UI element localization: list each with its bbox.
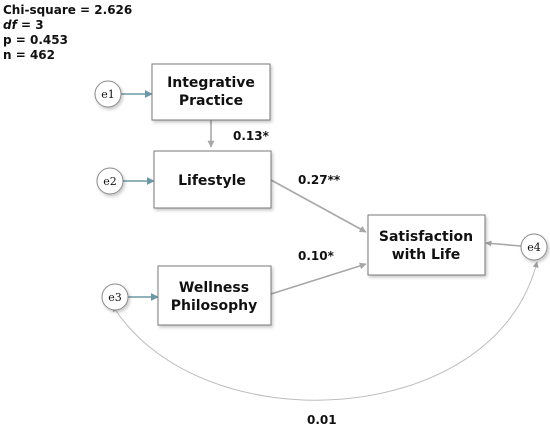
df-label: df (3, 18, 17, 32)
satisfaction-label-line1: Satisfaction (379, 229, 473, 245)
chi-square-stat: Chi-square = 2.626 (3, 3, 133, 17)
satisfaction-with-life-box: Satisfaction with Life (367, 214, 486, 276)
error-term-e4-label: e4 (527, 241, 541, 254)
lifestyle-box: Lifestyle (153, 150, 272, 209)
integrative-practice-box: Integrative Practice (151, 63, 271, 121)
error-arrow-e4 (485, 240, 522, 247)
covariance-e3-e4: 0.01 (307, 413, 337, 427)
integrative-practice-label-line2: Practice (179, 93, 243, 109)
error-term-e2-label: e2 (103, 175, 117, 188)
error-term-e4: e4 (520, 233, 548, 261)
integrative-practice-label-line1: Integrative (167, 75, 255, 91)
wellness-philosophy-label-line2: Philosophy (171, 298, 258, 314)
df-stat: df = 3 (3, 18, 132, 33)
coefficient-wellness-to-satisfaction: 0.10* (298, 249, 335, 263)
error-term-e3: e3 (101, 283, 129, 311)
error-term-e1: e1 (94, 80, 122, 108)
wellness-philosophy-box: Wellness Philosophy (157, 265, 272, 326)
coefficient-lifestyle-to-satisfaction: 0.27** (298, 173, 341, 187)
path-wellness-to-satisfaction (270, 262, 367, 295)
covariance-arc-e3-e4 (112, 261, 539, 401)
path-lifestyle-to-satisfaction (270, 179, 367, 233)
p-value-stat: p = 0.453 (3, 33, 68, 47)
satisfaction-label-line2: with Life (392, 247, 461, 263)
lifestyle-label: Lifestyle (178, 173, 246, 189)
coefficient-integrative-to-lifestyle: 0.13* (233, 129, 270, 143)
df-value: = 3 (16, 18, 44, 32)
error-term-e2: e2 (96, 167, 124, 195)
model-fit-statistics: Chi-square = 2.626 df = 3 p = 0.453 n = … (3, 3, 132, 63)
error-term-e1-label: e1 (101, 88, 115, 101)
wellness-philosophy-label-line1: Wellness (179, 280, 249, 296)
sample-size-stat: n = 462 (3, 48, 56, 62)
error-term-e3-label: e3 (108, 291, 122, 304)
